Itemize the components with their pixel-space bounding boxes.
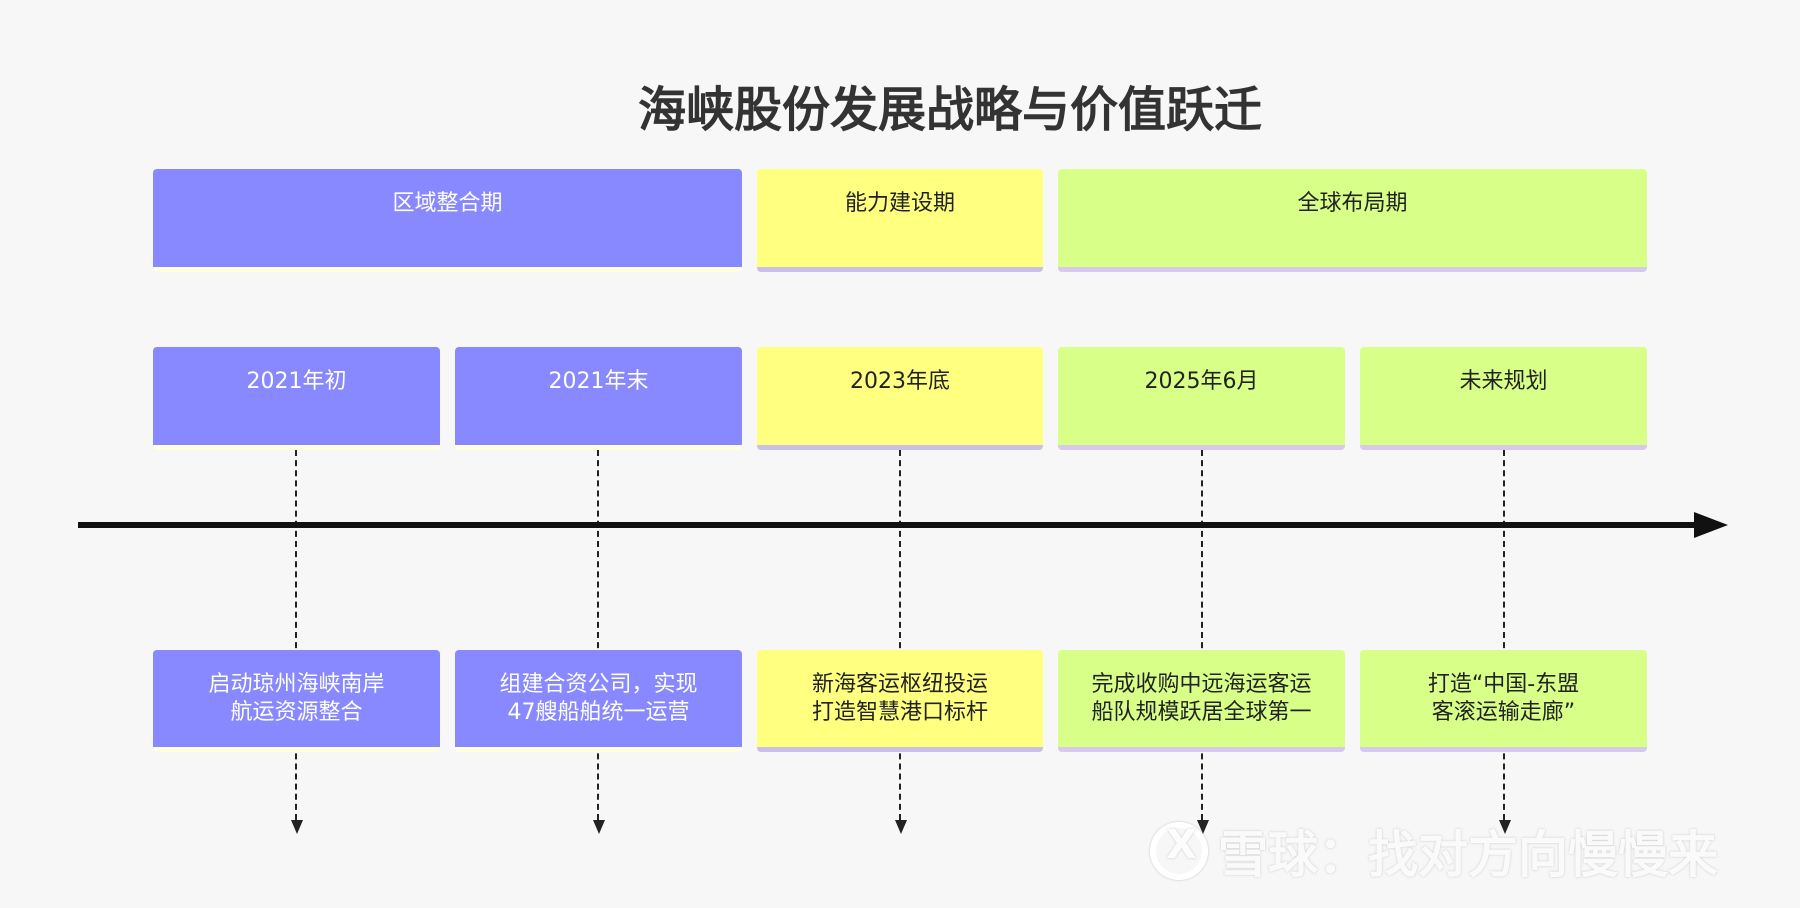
dashed-connector [1201,450,1203,820]
down-arrow-icon [593,820,605,834]
event-text: 新海客运枢纽投运 打造智慧港口标杆 [811,671,988,725]
event-text: 完成收购中远海运客运 船队规模跃居全球第一 [1091,671,1312,725]
xueqiu-logo-icon [1150,822,1208,880]
event-box-3: 新海客运枢纽投运 打造智慧港口标杆 [757,650,1043,752]
event-box-2: 组建合资公司，实现 47艘船舶统一运营 [455,650,742,752]
phase-label: 全球布局期 [1297,191,1408,216]
event-text: 组建合资公司，实现 47艘船舶统一运营 [499,671,698,725]
date-box-5: 未来规划 [1360,347,1647,450]
event-box-5: 打造“中国-东盟 客滚运输走廊” [1360,650,1647,752]
dashed-connector [1503,450,1505,820]
date-box-3: 2023年底 [757,347,1043,450]
down-arrow-icon [895,820,907,834]
watermark-text: 雪球：找对方向慢慢来 [1218,826,1718,884]
dashed-connector [899,450,901,820]
phase-box-global-layout: 全球布局期 [1058,169,1647,272]
date-box-1: 2021年初 [153,347,440,450]
date-label: 2025年6月 [1144,369,1259,394]
event-box-4: 完成收购中远海运客运 船队规模跃居全球第一 [1058,650,1345,752]
date-box-4: 2025年6月 [1058,347,1345,450]
date-label: 2021年末 [548,369,649,394]
diagram-title: 海峡股份发展战略与价值跃迁 [637,82,1262,138]
date-label: 2021年初 [246,369,347,394]
down-arrow-icon [291,820,303,834]
date-box-2: 2021年末 [455,347,742,450]
timeline-axis [78,522,1698,528]
event-box-1: 启动琼州海峡南岸 航运资源整合 [153,650,440,752]
dashed-connector [597,450,599,820]
dashed-connector [295,450,297,820]
timeline-arrow-icon [1694,512,1728,538]
date-label: 2023年底 [850,369,950,394]
down-arrow-icon [1499,820,1511,834]
date-label: 未来规划 [1459,369,1548,394]
phase-label: 区域整合期 [392,191,503,216]
phase-label: 能力建设期 [844,191,955,216]
phase-box-regional-integration: 区域整合期 [153,169,742,272]
phase-box-capability-building: 能力建设期 [757,169,1043,272]
watermark: 雪球：找对方向慢慢来 [1150,815,1718,887]
event-text: 打造“中国-东盟 客滚运输走廊” [1427,671,1580,725]
event-text: 启动琼州海峡南岸 航运资源整合 [208,671,385,725]
